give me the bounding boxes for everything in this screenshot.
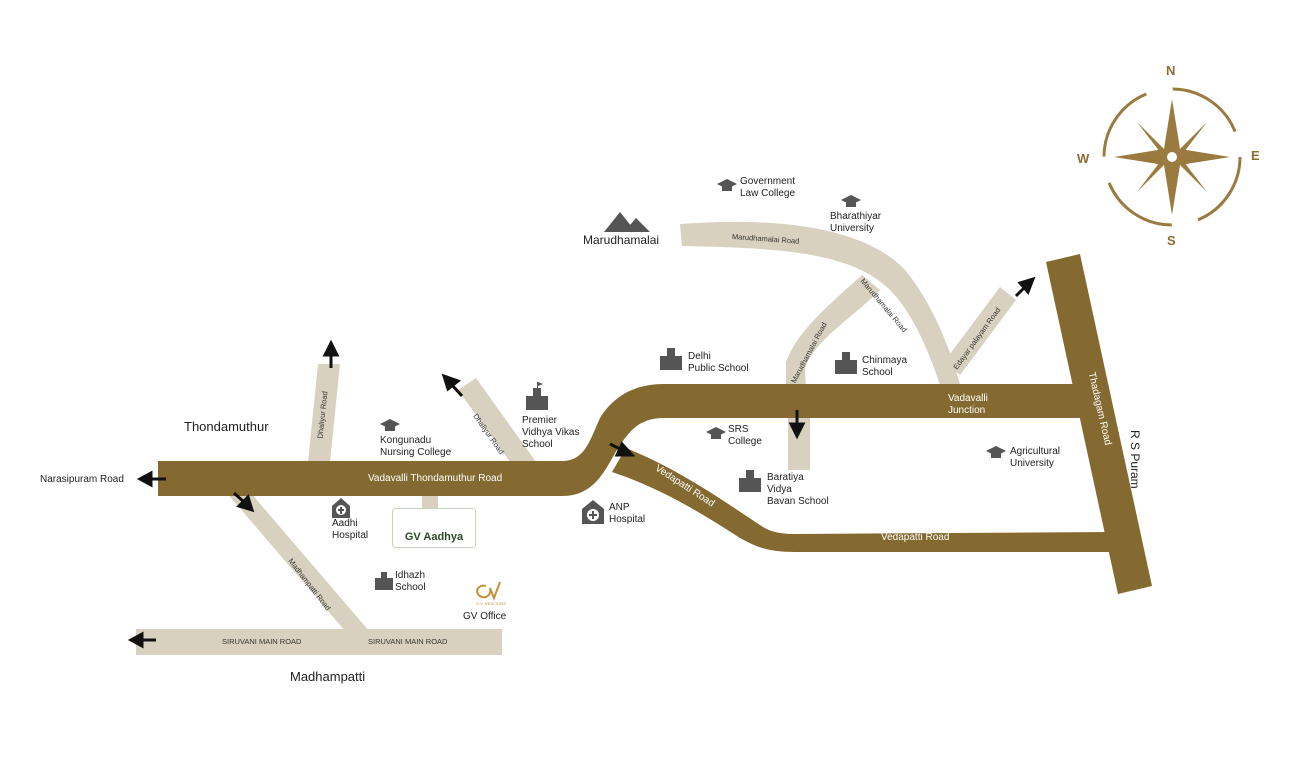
dhaliyur-road [308, 364, 340, 462]
school-building-icon [835, 352, 857, 374]
gv-realtors-caption: G.V. REALTORS [476, 601, 506, 606]
graduation-cap-icons [380, 179, 1006, 458]
compass-south: S [1167, 233, 1176, 248]
arrow-north-dhaliyur [322, 339, 340, 368]
arrow-ne-edayar [1014, 276, 1036, 298]
road-label-vedapatti-main: Vedapatti Road [881, 532, 950, 543]
place-madhampatti: Madhampatti [290, 669, 366, 684]
place-rs-puram: R S Puram [1128, 430, 1142, 489]
arrow-west-narasipuram [136, 470, 166, 488]
place-thondamuthur: Thondamuthur [184, 419, 269, 434]
school-building-icon [375, 572, 393, 590]
road-label-siruvani-1: SIRUVANI MAIN ROAD [222, 637, 302, 646]
landmark-premier-vidhya-vikas-school: Premier Vidhya Vikas School [522, 415, 580, 450]
arrow-se-madhampatti [232, 491, 255, 513]
gv-realtors-logo [476, 581, 501, 601]
minor-roads [136, 221, 1016, 655]
hospital-icon [332, 498, 350, 518]
graduation-cap-icon [706, 427, 726, 439]
edayar-palayam-road [944, 287, 1016, 375]
direction-arrows [127, 276, 1036, 649]
project-marker-gv-aadhya[interactable]: GV Aadhya [392, 508, 476, 548]
landmark-srs-college: SRS College [728, 424, 762, 447]
graduation-cap-icon [717, 179, 737, 191]
vedapatti-road [612, 448, 1110, 552]
arrow-west-siruvani [127, 631, 156, 649]
landmark-gv-office: GV Office [463, 611, 507, 622]
compass-west: W [1077, 151, 1090, 166]
landmark-chinmaya-school: Chinmaya School [862, 355, 908, 378]
hospital-icon [582, 500, 604, 524]
compass-north: N [1166, 63, 1176, 78]
gv-aadhya-stub [422, 494, 438, 508]
arrow-nw-dhaliyur [441, 373, 464, 398]
vadavalli-south-stub [788, 404, 810, 470]
project-name: GV Aadhya [404, 531, 464, 543]
hospital-icons [332, 498, 604, 524]
graduation-cap-icon [380, 419, 400, 431]
dhaliyur-diag-road [458, 378, 536, 470]
vadavalli-thondamuthur-road [158, 384, 1090, 496]
madhampatti-road [226, 492, 370, 632]
place-vadavalli-junction: Vadavalli Junction [948, 393, 988, 416]
marudhamalai-road [680, 221, 962, 392]
landmark-delhi-public-school: Delhi Public School [688, 351, 749, 374]
landmark-idhazh-school: Idhazh School [395, 570, 426, 593]
graduation-cap-icon [841, 195, 861, 207]
road-label-vadavalli-thondamuthur: Vadavalli Thondamuthur Road [368, 473, 503, 484]
main-roads [158, 254, 1152, 594]
school-building-icon [526, 382, 548, 410]
compass-east: E [1251, 148, 1260, 163]
landmark-kongunadu-nursing-college: Kongunadu Nursing College [380, 435, 452, 458]
landmark-baratiya-vidya-bavan-school: Baratiya Vidya Bavan School [767, 472, 829, 507]
school-icons [375, 348, 857, 590]
landmark-government-law-college: Government Law College [740, 176, 796, 199]
landmark-aadhi-hospital: Aadhi Hospital [332, 518, 369, 541]
arrow-south-vadavalli [788, 410, 806, 440]
school-building-icon [660, 348, 682, 370]
place-marudhamalai: Marudhamalai [583, 233, 660, 247]
compass-rose [1102, 87, 1242, 227]
landmark-anp-hospital: ANP Hospital [609, 502, 646, 525]
marudhamalai-branch-road [786, 275, 880, 392]
landmark-bharathiyar-university: Bharathiyar University [830, 211, 882, 234]
road-label-siruvani-2: SIRUVANI MAIN ROAD [368, 637, 448, 646]
graduation-cap-icon [986, 446, 1006, 458]
mountain-icon [604, 212, 650, 232]
arrow-se-vedapatti [609, 441, 636, 457]
place-narasipuram: Narasipuram Road [40, 474, 124, 485]
siruvani-main-road [136, 629, 502, 655]
landmark-agricultural-university: Agricultural University [1010, 446, 1061, 469]
school-building-icon [739, 470, 761, 492]
thadagam-road [1046, 254, 1152, 594]
